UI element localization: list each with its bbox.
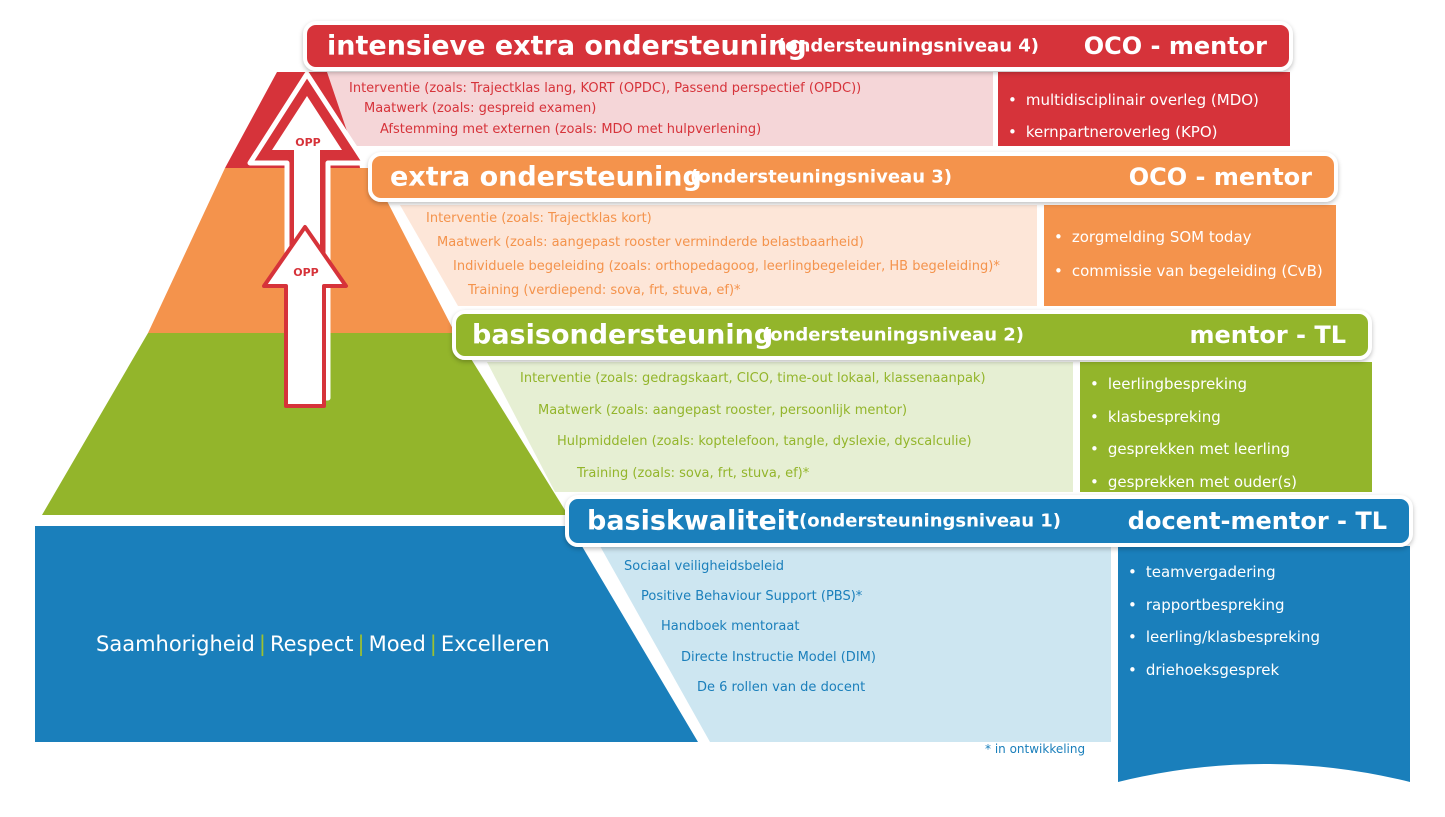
meeting-item: leerling/klasbespreking <box>1128 621 1320 654</box>
meeting-item: zorgmelding SOM today <box>1054 220 1323 254</box>
meeting-item: driehoeksgesprek <box>1128 654 1320 687</box>
value-moed: Moed <box>368 632 426 656</box>
level-3-header: extra ondersteuning (ondersteuningsnivea… <box>368 152 1338 202</box>
level-1-header: basiskwaliteit (ondersteuningsniveau 1) … <box>565 495 1413 547</box>
level-3-item: Training (verdiepend: sova, frt, stuva, … <box>468 283 741 298</box>
level-1-title: basiskwaliteit <box>587 505 799 537</box>
level-4-item: Maatwerk (zoals: gespreid examen) <box>364 101 597 116</box>
level-1-item: Handboek mentoraat <box>661 619 800 634</box>
value-separator: | <box>258 632 266 656</box>
opp-label-upper: OPP <box>295 136 320 149</box>
level-1-item: Directe Instructie Model (DIM) <box>681 650 876 665</box>
meeting-item: gesprekken met leerling <box>1090 433 1297 466</box>
level-4-roles: OCO - mentor <box>1083 32 1267 60</box>
level-1-item: De 6 rollen van de docent <box>697 680 866 695</box>
level-1-item: Sociaal veiligheidsbeleid <box>624 559 785 574</box>
level-4-item: Afstemming met externen (zoals: MDO met … <box>380 122 762 137</box>
meeting-item: teamvergadering <box>1128 556 1320 589</box>
level-3-niveau: (ondersteuningsniveau 3) <box>690 166 953 188</box>
value-saamhorigheid: Saamhorigheid <box>96 632 255 656</box>
pyramid-tier-2 <box>42 333 568 515</box>
meeting-item: commissie van begeleiding (CvB) <box>1054 254 1323 288</box>
level-2-item: Interventie (zoals: gedragskaart, CICO, … <box>520 371 986 386</box>
meeting-item: rapportbespreking <box>1128 589 1320 622</box>
level-4-title: intensieve extra ondersteuning <box>327 30 807 62</box>
value-respect: Respect <box>269 632 354 656</box>
core-values: Saamhorigheid|Respect|Moed|Excelleren <box>96 632 550 656</box>
meeting-item: klasbespreking <box>1090 401 1297 434</box>
level-3-item: Maatwerk (zoals: aangepast rooster vermi… <box>437 235 864 250</box>
level-3-title: extra ondersteuning <box>390 161 702 193</box>
detail-panel-3 <box>400 205 1037 306</box>
level-4-item: Interventie (zoals: Trajectklas lang, KO… <box>349 81 862 96</box>
meeting-item: kernpartneroverleg (KPO) <box>1008 116 1259 148</box>
level-2-niveau: (ondersteuningsniveau 2) <box>762 324 1025 346</box>
value-excelleren: Excelleren <box>440 632 550 656</box>
level-2-item: Training (zoals: sova, frt, stuva, ef)* <box>577 466 810 481</box>
level-3-item: Individuele begeleiding (zoals: orthoped… <box>453 259 1000 274</box>
detail-panel-4 <box>327 72 993 146</box>
meeting-item: multidisciplinair overleg (MDO) <box>1008 84 1259 116</box>
opp-label-lower: OPP <box>293 266 318 279</box>
level-3-meetings: zorgmelding SOM today commissie van bege… <box>1054 220 1323 288</box>
level-2-item: Maatwerk (zoals: aangepast rooster, pers… <box>538 403 908 418</box>
level-2-title: basisondersteuning <box>472 319 774 351</box>
level-4-header: intensieve extra ondersteuning (onderste… <box>303 21 1293 71</box>
level-3-item: Interventie (zoals: Trajectklas kort) <box>426 211 652 226</box>
level-1-meetings: teamvergadering rapportbespreking leerli… <box>1128 556 1320 686</box>
value-separator: | <box>429 632 437 656</box>
level-4-meetings: multidisciplinair overleg (MDO) kernpart… <box>1008 84 1259 148</box>
meeting-item: gesprekken met ouder(s) <box>1090 466 1297 499</box>
level-4-niveau: (ondersteuningsniveau 4) <box>777 35 1040 57</box>
footnote: * in ontwikkeling <box>985 742 1086 756</box>
pyramid-tier-1 <box>35 526 698 742</box>
level-2-meetings: leerlingbespreking klasbespreking gespre… <box>1090 368 1297 498</box>
detail-panel-1 <box>600 546 1111 742</box>
detail-panel-2 <box>487 362 1073 492</box>
level-1-niveau: (ondersteuningsniveau 1) <box>799 510 1062 532</box>
level-2-header: basisondersteuning (ondersteuningsniveau… <box>452 310 1372 360</box>
meeting-item: leerlingbespreking <box>1090 368 1297 401</box>
level-2-item: Hulpmiddelen (zoals: koptelefoon, tangle… <box>557 434 972 449</box>
level-1-roles: docent-mentor - TL <box>1127 507 1387 535</box>
level-3-roles: OCO - mentor <box>1128 163 1312 191</box>
opp-arrow-lower <box>262 225 348 408</box>
level-1-item: Positive Behaviour Support (PBS)* <box>641 589 863 604</box>
level-2-roles: mentor - TL <box>1189 321 1346 349</box>
value-separator: | <box>357 632 365 656</box>
